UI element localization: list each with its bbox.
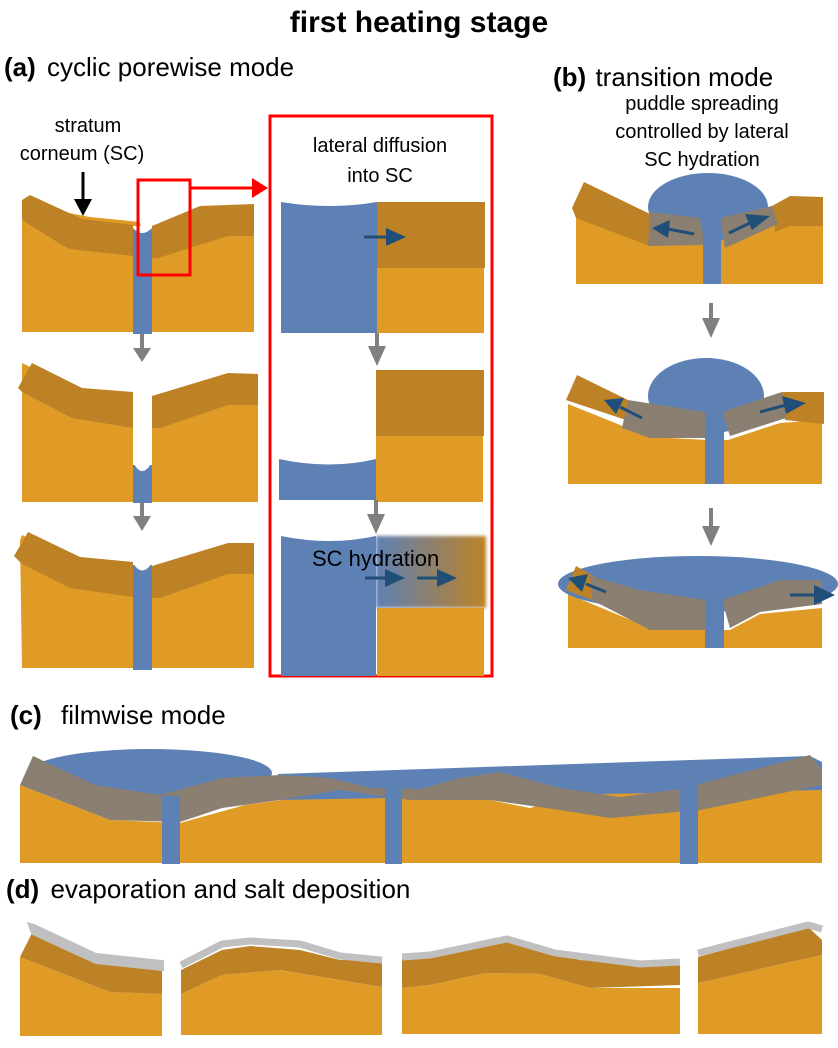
pore-water <box>162 796 180 864</box>
dried-segment-4 <box>697 921 823 1034</box>
salt-crust <box>697 921 823 957</box>
panel-c-label: filmwise mode <box>61 700 226 730</box>
diffusion-arrow-icon <box>417 569 457 587</box>
sc-annotation-line2: corneum (SC) <box>20 143 144 165</box>
step-arrow-icon <box>133 503 151 531</box>
pore-water <box>133 465 152 503</box>
panel-d-label: evaporation and salt deposition <box>50 874 410 904</box>
dried-segment-3 <box>401 935 681 1034</box>
figure-title: first heating stage <box>290 6 548 39</box>
dried-segment-2 <box>179 937 383 1035</box>
sc-hydration-label: SC hydration <box>312 546 439 571</box>
sc-pointer-arrow-icon <box>74 172 92 216</box>
pore-water <box>385 788 402 864</box>
salt-crust <box>179 937 383 969</box>
sc-annotation-line1: stratum <box>55 115 122 137</box>
panel-b-label: transition mode <box>595 62 773 92</box>
panel-a-label: cyclic porewise mode <box>47 52 294 82</box>
hydrated-sc-layer <box>20 755 822 822</box>
panel-d-heading: (d) evaporation and salt deposition <box>6 874 410 904</box>
zoom-highlight-box <box>136 178 192 277</box>
panel-b-letter: (b) <box>553 62 586 92</box>
panel-c-letter: (c) <box>10 700 42 730</box>
dried-segment-1 <box>20 922 164 1036</box>
panel-a-letter: (a) <box>4 52 36 82</box>
spread-arrow-right-icon <box>728 214 770 235</box>
panel-a-step1 <box>22 178 268 334</box>
spread-arrow-left-icon <box>652 220 695 238</box>
spread-arrow-left-icon <box>604 398 643 420</box>
panel-b-caption-line3: SC hydration <box>644 149 760 171</box>
panel-a-inset: lateral diffusion into SC SC hydration <box>268 114 494 678</box>
panel-b-heading: (b) transition mode <box>553 62 773 92</box>
step-arrow-icon <box>368 333 386 366</box>
pore-water <box>133 226 152 334</box>
step-arrow-icon <box>702 508 720 546</box>
salt-crust <box>401 935 681 968</box>
pore-water <box>133 565 152 670</box>
diffusion-arrow-icon <box>364 228 406 246</box>
hydrated-sc-gradient <box>376 536 486 608</box>
panel-b-step3 <box>558 556 838 648</box>
diffusion-arrow-icon <box>365 569 405 587</box>
panel-b-step2 <box>566 358 824 484</box>
panel-b-caption-line2: controlled by lateral <box>615 121 788 143</box>
spread-arrow-right-icon <box>790 585 835 605</box>
panel-a-step2 <box>18 363 258 503</box>
step-arrow-icon <box>702 303 720 338</box>
sc-layer <box>22 195 133 256</box>
inset-title-line2: into SC <box>347 165 413 187</box>
inset-title-line1: lateral diffusion <box>313 135 447 157</box>
panel-c-film <box>20 749 822 864</box>
spread-arrow-right-icon <box>759 396 806 414</box>
zoom-callout-arrow-icon <box>190 178 268 198</box>
panel-d-letter: (d) <box>6 874 39 904</box>
empty-pore <box>133 390 152 471</box>
step-arrow-icon <box>133 334 151 362</box>
step-arrow-icon <box>367 500 385 534</box>
panel-b-caption-line1: puddle spreading <box>625 93 778 115</box>
spread-arrow-left-icon <box>568 574 607 594</box>
panel-c-heading: (c) filmwise mode <box>10 700 226 730</box>
salt-crust <box>26 922 164 972</box>
panel-b-step1 <box>572 173 823 284</box>
panel-a-heading: (a) cyclic porewise mode <box>4 52 294 82</box>
pore-water <box>680 785 698 864</box>
panel-a-step3 <box>14 532 254 670</box>
panel-d-segments <box>20 921 823 1036</box>
